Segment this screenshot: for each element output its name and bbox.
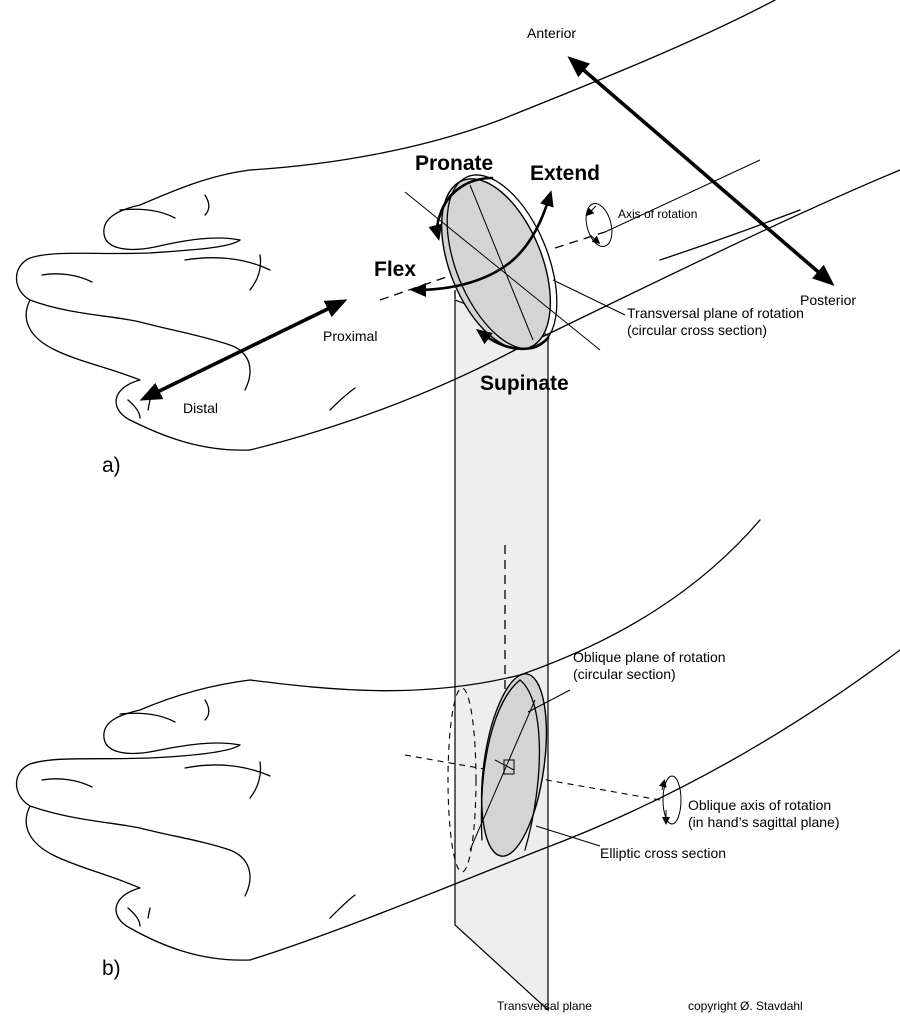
label-posterior: Posterior [800, 292, 856, 308]
panel-label-a: a) [102, 454, 121, 477]
label-proximal: Proximal [323, 328, 377, 344]
label-transversal-plane-2: (circular cross section) [627, 322, 767, 338]
label-transversal-plane: Transversal plane [497, 999, 592, 1013]
label-flex: Flex [374, 258, 416, 281]
label-pronate: Pronate [415, 152, 493, 175]
anterior-posterior-arrow [572, 60, 830, 282]
label-distal: Distal [183, 400, 218, 416]
transversal-cross-section-disc [405, 159, 600, 364]
label-oblique-axis-1: Oblique axis of rotation [688, 797, 831, 813]
transversal-plane-sheet [455, 300, 548, 1010]
label-elliptic-cross-section: Elliptic cross section [600, 845, 726, 861]
oblique-axis-rotation-icon [662, 776, 681, 824]
hand-outline-b [17, 680, 356, 960]
label-transversal-plane-1: Transversal plane of rotation [627, 305, 804, 321]
label-supinate: Supinate [480, 372, 569, 395]
label-oblique-plane-2: (circular section) [573, 666, 676, 682]
label-oblique-axis-2: (in hand’s sagittal plane) [688, 814, 840, 830]
axis-rotation-icon [582, 201, 617, 250]
panel-label-b: b) [102, 957, 121, 980]
label-extend: Extend [530, 162, 600, 185]
forearm-upper-outline-a [250, 0, 775, 170]
copyright-text: copyright Ø. Stavdahl [688, 999, 803, 1013]
label-axis-of-rotation: Axis of rotation [618, 207, 697, 221]
label-anterior: Anterior [527, 25, 576, 41]
proximal-distal-arrow [145, 302, 342, 398]
label-oblique-plane-1: Oblique plane of rotation [573, 649, 726, 665]
